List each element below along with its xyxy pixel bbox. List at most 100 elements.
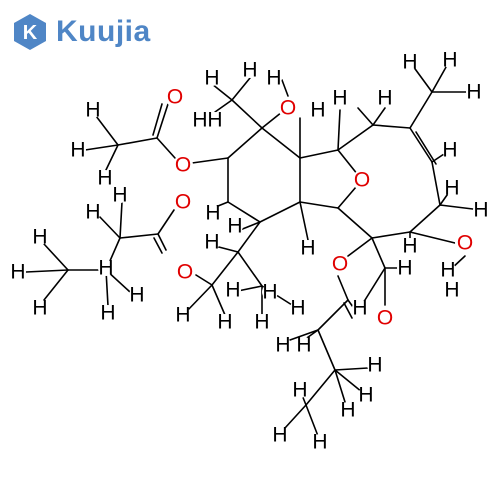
atom-label-background xyxy=(32,229,48,245)
hydrogen-atom-label: H xyxy=(340,399,355,422)
hydrogen-atom-label: H xyxy=(397,257,412,280)
atom-label-background xyxy=(375,308,395,328)
atom-label-background xyxy=(442,52,458,68)
atom-label-background xyxy=(98,260,114,276)
atom-label-background xyxy=(397,260,413,276)
atom-label-background xyxy=(165,87,185,107)
hydrogen-atom-label: H xyxy=(32,226,47,249)
atom-label-background xyxy=(352,300,368,316)
hydrogen-atom-label: H xyxy=(292,379,307,402)
hydrogen-atom-label: H xyxy=(98,257,113,280)
oxygen-atom-label: O xyxy=(175,191,191,214)
atom-label-background xyxy=(352,170,372,190)
atom-label-background xyxy=(310,102,326,118)
atom-label-background xyxy=(129,287,145,303)
brand-name: Kuujia xyxy=(56,15,151,48)
atom-label-background xyxy=(444,180,460,196)
atom-label-background xyxy=(292,382,308,398)
hydrogen-atom-label: H xyxy=(205,202,220,225)
hydrogen-atom-label: H xyxy=(262,281,277,304)
hydrogen-atom-label: H xyxy=(217,311,232,334)
atom-label-background xyxy=(296,337,312,353)
hydrogen-atom-label: H xyxy=(473,199,488,222)
atom-label-background xyxy=(455,233,475,253)
atom-label-background xyxy=(225,282,241,298)
atom-label-background xyxy=(100,305,116,321)
hydrogen-atom-label: H xyxy=(444,177,459,200)
hydrogen-atom-label: H xyxy=(352,297,367,320)
hydrogen-atom-label: H xyxy=(100,302,115,325)
hydrogen-atom-label: H xyxy=(402,51,417,74)
oxygen-atom-label: O xyxy=(177,261,193,284)
hydrogen-atom-label: H xyxy=(204,67,219,90)
atom-label-background xyxy=(466,84,482,100)
atom-label-background xyxy=(444,282,460,298)
atom-label-background xyxy=(367,357,383,373)
hydrogen-atom-label: H xyxy=(85,99,100,122)
hydrogen-atom-label: H xyxy=(402,235,417,258)
hydrogen-atom-label: H xyxy=(207,109,222,132)
atom-label-background xyxy=(340,402,356,418)
atom-label-background xyxy=(402,54,418,70)
atom-label-background xyxy=(242,62,258,78)
atom-label-background xyxy=(440,262,456,278)
oxygen-atom-label: O xyxy=(332,253,348,276)
hydrogen-atom-label: H xyxy=(10,261,25,284)
hydrogen-atom-label: H xyxy=(85,201,100,224)
hydrogen-atom-label: H xyxy=(254,311,269,334)
atom-label-background xyxy=(442,142,458,158)
hydrogen-atom-label: H xyxy=(129,284,144,307)
hydrogen-atom-label: H xyxy=(300,237,315,260)
hydrogen-atom-label: H xyxy=(275,334,290,357)
hydrogen-atom-label: H xyxy=(225,279,240,302)
atom-label-background xyxy=(266,70,282,86)
atom-label-background xyxy=(275,337,291,353)
hydrogen-atom-label: H xyxy=(296,334,311,357)
kuujia-logo: K Kuujia xyxy=(10,12,151,52)
atom-label-background xyxy=(175,262,195,282)
atom-label-background xyxy=(300,240,316,256)
atom-label-background xyxy=(175,307,191,323)
oxygen-atom-label: O xyxy=(280,97,296,120)
atom-label-background xyxy=(332,90,348,106)
atom-label-background xyxy=(358,387,374,403)
atom-label-background xyxy=(205,205,221,221)
atom-label-background xyxy=(192,112,208,128)
atom-label-background xyxy=(32,300,48,316)
atom-label-background xyxy=(173,192,193,212)
atom-label-background xyxy=(207,112,223,128)
hydrogen-atom-label: H xyxy=(112,184,127,207)
hydrogen-atom-label: H xyxy=(442,139,457,162)
hydrogen-atom-label: H xyxy=(272,424,287,447)
atom-label-background xyxy=(227,218,243,234)
atom-label-background xyxy=(85,102,101,118)
atom-label-background xyxy=(278,98,298,118)
atom-label-background xyxy=(377,90,393,106)
hydrogen-atom-label: H xyxy=(377,87,392,110)
hydrogen-atom-label: H xyxy=(466,81,481,104)
hydrogen-atom-label: H xyxy=(266,67,281,90)
atom-label-background xyxy=(290,300,306,316)
atom-label-background xyxy=(262,284,278,300)
atom-label-background xyxy=(112,187,128,203)
hydrogen-atom-label: H xyxy=(290,297,305,320)
svg-text:K: K xyxy=(23,22,38,44)
atom-label-background xyxy=(70,142,86,158)
atom-label-background xyxy=(173,155,193,175)
hydrogen-atom-label: H xyxy=(32,297,47,320)
hydrogen-atom-label: H xyxy=(367,354,382,377)
hydrogen-atom-label: H xyxy=(312,431,327,454)
oxygen-atom-label: O xyxy=(377,307,393,330)
hydrogen-atom-label: H xyxy=(440,259,455,282)
hydrogen-atom-label: H xyxy=(97,167,112,190)
atom-label-background xyxy=(204,234,220,250)
atom-label-background xyxy=(312,434,328,450)
hydrogen-atom-label: H xyxy=(358,384,373,407)
atom-label-background xyxy=(272,427,288,443)
hydrogen-atom-label: H xyxy=(332,87,347,110)
atom-label-background xyxy=(97,170,113,186)
atom-label-background xyxy=(402,238,418,254)
